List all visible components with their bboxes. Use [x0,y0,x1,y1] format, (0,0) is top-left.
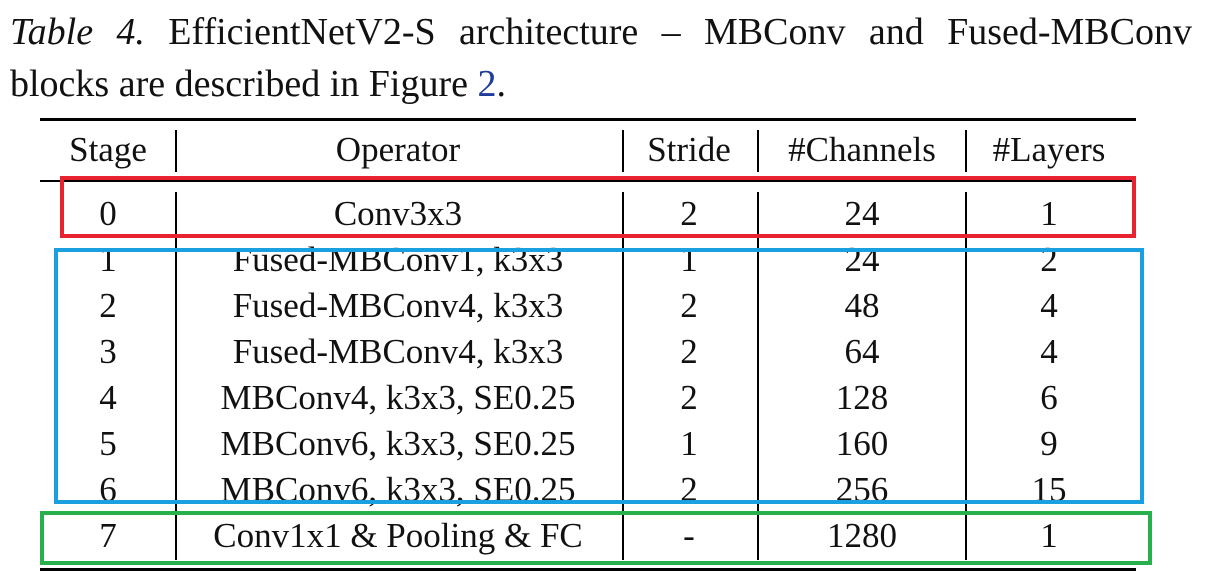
caption-text: EfficientNetV2-S architecture – MBConv a… [10,11,1192,105]
table-label: Table 4. [10,11,145,53]
column-separator [622,192,624,560]
cell-operator-row-0: Conv3x3 [333,194,463,233]
highlight-box-rows-0-0 [60,176,1136,238]
cell-layers-row-7: 1 [1040,516,1058,555]
cell-stage-row-3: 3 [99,332,117,371]
cell-channels-row-7: 1280 [827,516,897,555]
cell-channels-row-4: 128 [835,378,889,417]
cell-layers-row-2: 4 [1040,286,1058,325]
cell-stage-row-4: 4 [99,378,117,417]
highlight-box-rows-1-6 [54,248,1144,504]
cell-channels-row-1: 24 [844,240,880,279]
cell-channels-row-3: 64 [844,332,880,371]
cell-layers-row-4: 6 [1040,378,1058,417]
cell-layers-row-5: 9 [1040,424,1058,463]
column-separator [175,192,177,560]
cell-stride-row-0: 2 [680,194,698,233]
column-separator [965,192,967,560]
cell-stride-row-7: - [683,516,695,555]
caption-end: . [496,63,506,105]
cell-operator-row-3: Fused-MBConv4, k3x3 [232,332,564,371]
header-layers: #Layers [992,130,1106,169]
cell-stage-row-2: 2 [99,286,117,325]
cell-stride-row-2: 2 [680,286,698,325]
header-operator: Operator [335,130,461,169]
cell-operator-row-5: MBConv6, k3x3, SE0.25 [220,424,576,463]
cell-stage-row-5: 5 [99,424,117,463]
highlight-box-rows-7-7 [40,511,1152,565]
column-separator [175,130,177,172]
header-channels: #Channels [788,130,936,169]
header-stride: Stride [647,130,731,169]
cell-channels-row-5: 160 [835,424,889,463]
cell-stride-row-5: 1 [680,424,698,463]
cell-operator-row-1: Fused-MBConv1, k3x3 [232,240,564,279]
table-top-rule [40,118,1136,121]
cell-stage-row-7: 7 [99,516,117,555]
figure-reference-link[interactable]: 2 [477,63,497,105]
cell-operator-row-7: Conv1x1 & Pooling & FC [213,516,583,555]
cell-layers-row-0: 1 [1040,194,1058,233]
cell-stride-row-6: 2 [680,470,698,509]
cell-stage-row-0: 0 [99,194,117,233]
cell-stride-row-4: 2 [680,378,698,417]
column-separator [965,130,967,172]
cell-channels-row-2: 48 [844,286,880,325]
cell-layers-row-3: 4 [1040,332,1058,371]
column-separator [757,192,759,560]
cell-operator-row-4: MBConv4, k3x3, SE0.25 [220,378,576,417]
table-header-rule [40,180,1136,182]
header-stage: Stage [69,130,147,169]
cell-stage-row-6: 6 [99,470,117,509]
table-caption: Table 4. EfficientNetV2-S architecture –… [10,6,1192,110]
column-separator [622,130,624,172]
column-separator [757,130,759,172]
cell-channels-row-0: 24 [844,194,880,233]
table-bottom-rule [40,568,1136,571]
cell-operator-row-2: Fused-MBConv4, k3x3 [232,286,564,325]
cell-stride-row-3: 2 [680,332,698,371]
